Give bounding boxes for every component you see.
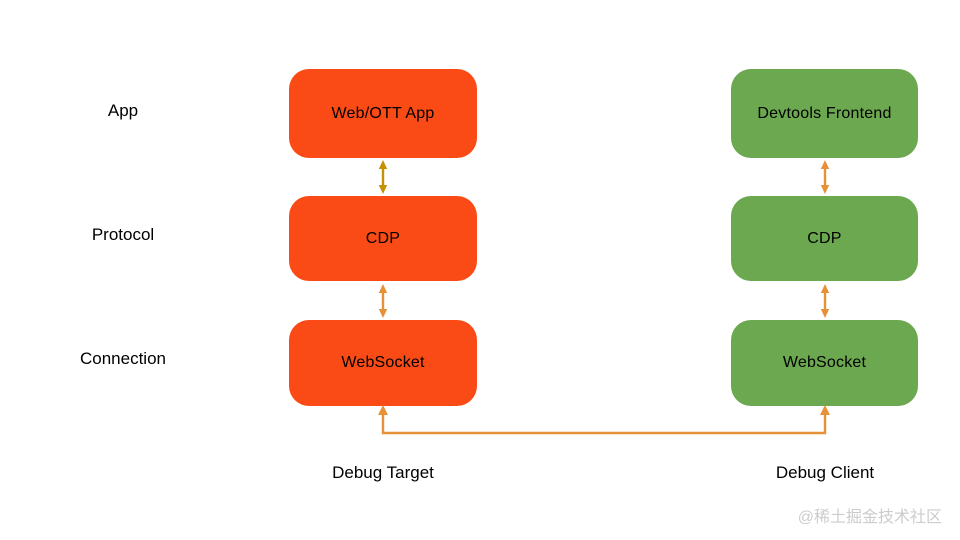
box-client-websocket-label: WebSocket [782, 354, 867, 371]
double-arrow-icon-client-cdp-websocket [820, 284, 830, 318]
row-label-protocol: Protocol [91, 225, 155, 244]
box-devtools-frontend-label: Devtools Frontend [757, 104, 892, 122]
double-arrow-icon-client-app-cdp [820, 160, 830, 194]
box-web-ott-app-label: Web/OTT App [331, 104, 435, 122]
box-devtools-frontend: Devtools Frontend [731, 69, 918, 158]
box-target-cdp-label: CDP [365, 229, 401, 247]
box-client-websocket: WebSocket [731, 320, 918, 406]
caption-debug-target: Debug Target [332, 463, 434, 482]
box-target-websocket-label: WebSocket [341, 354, 425, 371]
row-label-connection: Connection [79, 349, 166, 368]
double-arrow-icon-target-cdp-websocket [378, 284, 388, 318]
box-target-websocket: WebSocket [289, 320, 477, 406]
watermark-text: @稀土掘金技术社区 [797, 509, 942, 526]
box-target-cdp: CDP [289, 196, 477, 281]
box-client-cdp-label: CDP [807, 229, 842, 247]
caption-debug-client: Debug Client [775, 463, 875, 482]
box-client-cdp: CDP [731, 196, 918, 281]
double-arrow-icon-target-app-cdp [378, 160, 388, 194]
row-label-app: App [107, 101, 139, 120]
box-web-ott-app: Web/OTT App [289, 69, 477, 158]
websocket-link-arrow [378, 405, 830, 435]
